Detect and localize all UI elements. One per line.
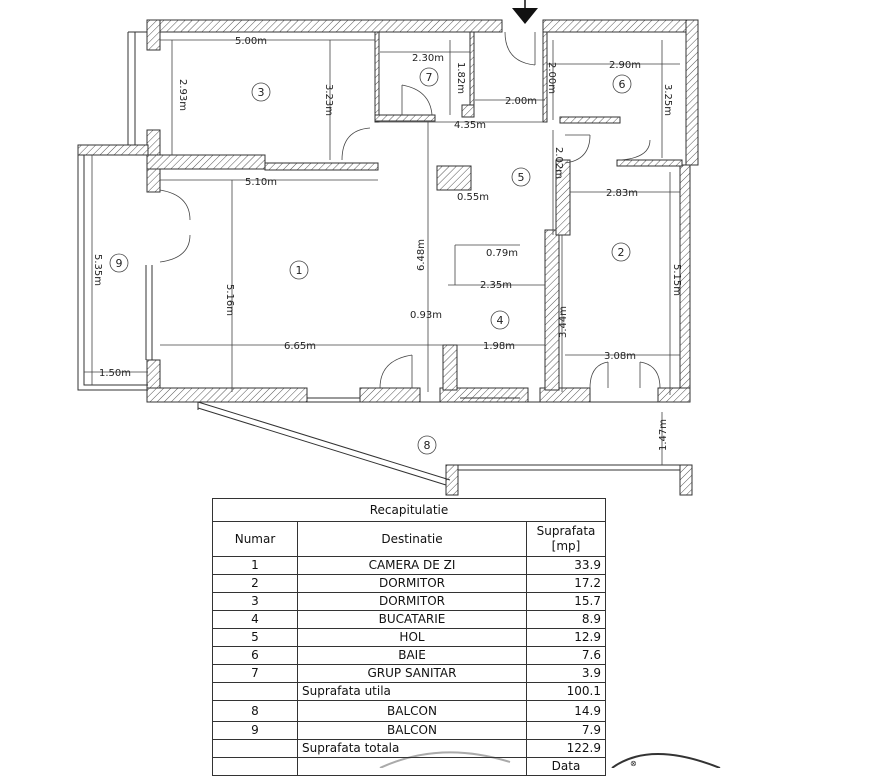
dim-label: 5.10m [245,177,277,188]
dim-label: 2.00m [505,96,537,107]
room-9-label: 9 [116,257,123,270]
cell-dest: DORMITOR [297,574,527,593]
subtotal-label: Suprafata utila [297,682,527,701]
dim-label: 1.82m [455,62,466,94]
cell-area: 33.9 [526,556,606,575]
cell-dest: HOL [297,628,527,647]
stamp-text: ⊗ [630,759,637,768]
dim-label: 2.35m [480,280,512,291]
dim-label: 1.98m [483,341,515,352]
dim-label: 1.47m [658,419,669,451]
table-title: Recapitulatie [212,498,606,522]
cell-num: 1 [212,556,298,575]
dim-label: 2.30m [412,53,444,64]
room-7-label: 7 [426,71,433,84]
header-destinatie: Destinatie [297,521,527,557]
room-markers: 3 1 2 4 5 6 7 8 9 [109,67,632,455]
dim-label: 0.93m [410,310,442,321]
room-5-label: 5 [518,171,525,184]
cell-area: 8.9 [526,610,606,629]
room-4-label: 4 [497,314,504,327]
date-label: Data [526,757,606,776]
dim-label: 6.48m [416,239,427,271]
room-6-label: 6 [619,78,626,91]
cell-dest: CAMERA DE ZI [297,556,527,575]
date-row: Data [212,757,606,776]
recap-table: Recapitulatie Numar Destinatie Suprafata… [212,498,606,776]
cell-area: 17.2 [526,574,606,593]
dim-label: 0.79m [486,248,518,259]
header-numar: Numar [212,521,298,557]
dim-label: 5.16m [224,284,235,316]
room-8-label: 8 [424,439,431,452]
dim-label: 4.35m [454,120,486,131]
room-3-label: 3 [258,86,265,99]
dim-label: 3.08m [604,351,636,362]
cell-dest: GRUP SANITAR [297,664,527,683]
cell-num: 6 [212,646,298,665]
cell-num: 8 [212,700,298,722]
cell-area: 3.9 [526,664,606,683]
cell-num: 7 [212,664,298,683]
cell-dest: DORMITOR [297,592,527,611]
cell-num: 4 [212,610,298,629]
cell-area: 7.9 [526,721,606,740]
cell-num: 9 [212,721,298,740]
dim-label: 2.90m [609,60,641,71]
cell-dest: BALCON [297,721,527,740]
subtotal-area: 100.1 [526,682,606,701]
dim-label: 3.23m [323,84,334,116]
cell-num: 2 [212,574,298,593]
room-2-label: 2 [618,246,625,259]
cell-dest: BAIE [297,646,527,665]
entrance-arrow-icon [512,0,538,24]
cell-area: 7.6 [526,646,606,665]
total-label: Suprafata totala [297,739,527,758]
dim-label: 1.50m [99,368,131,379]
walls [77,19,699,496]
cell-area: 15.7 [526,592,606,611]
cell-area: 14.9 [526,700,606,722]
dim-label: 0.55m [457,192,489,203]
cell-dest: BALCON [297,700,527,722]
cell-area: 12.9 [526,628,606,647]
cell-num: 3 [212,592,298,611]
total-area: 122.9 [526,739,606,758]
dim-label: 2.93m [177,79,188,111]
header-suprafata: Suprafata [mp] [526,521,606,557]
dim-label: 2.02m [553,147,564,179]
dim-label: 2.83m [606,188,638,199]
cell-dest: BUCATARIE [297,610,527,629]
dim-label: 5.00m [235,36,267,47]
room-1-label: 1 [296,264,303,277]
dim-label: 6.65m [284,341,316,352]
dim-label: 5.35m [92,254,103,286]
cell-num: 5 [212,628,298,647]
dimension-labels: 5.00m 2.93m 3.23m 2.30m 1.82m 5.10m 4.35… [92,36,682,451]
dim-label: 3.44m [558,306,569,338]
dim-label: 2.00m [546,62,557,94]
plan-lines [77,31,690,486]
dim-label: 5.15m [671,264,682,296]
dim-label: 3.25m [662,84,673,116]
